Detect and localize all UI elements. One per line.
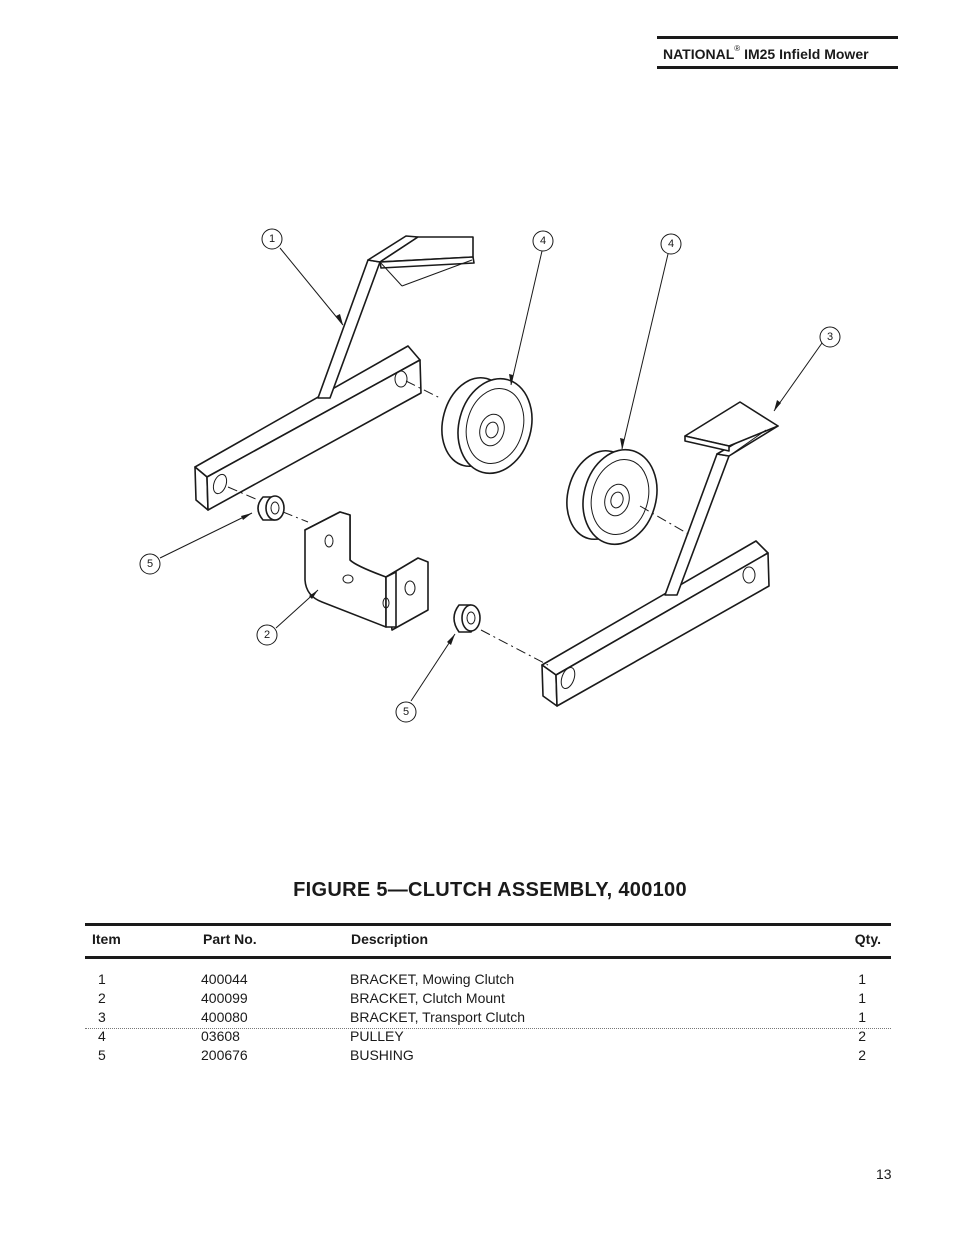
transport-clutch-bracket — [541, 401, 779, 707]
page-number: 13 — [876, 1166, 892, 1182]
cell-part-no: 03608 — [201, 1028, 240, 1044]
col-header-item: Item — [92, 931, 121, 947]
header-brand: NATIONAL — [663, 46, 735, 62]
table-row: 4 03608 PULLEY 2 — [85, 1028, 891, 1047]
cell-part-no: 400044 — [201, 971, 248, 987]
col-header-qty: Qty. — [854, 931, 881, 947]
callout-5a: 5 — [139, 553, 161, 575]
cell-item: 5 — [98, 1047, 106, 1063]
cell-item: 3 — [98, 1009, 106, 1025]
cell-part-no: 400099 — [201, 990, 248, 1006]
table-row: 1 400044 BRACKET, Mowing Clutch 1 — [85, 971, 891, 990]
callout-3-label: 3 — [827, 331, 833, 343]
col-header-part-no: Part No. — [203, 931, 257, 947]
callout-3: 3 — [819, 326, 841, 348]
table-row: 2 400099 BRACKET, Clutch Mount 1 — [85, 990, 891, 1009]
cell-qty: 2 — [858, 1028, 866, 1044]
col-header-description: Description — [351, 931, 429, 947]
callout-4a-label: 4 — [540, 235, 546, 247]
callout-4b: 4 — [660, 233, 682, 255]
mowing-clutch-bracket — [194, 235, 475, 511]
cell-description: PULLEY — [350, 1028, 404, 1044]
cell-qty: 2 — [858, 1047, 866, 1063]
callout-1-label: 1 — [269, 233, 275, 245]
cell-qty: 1 — [858, 1009, 866, 1025]
callout-5b: 5 — [395, 701, 417, 723]
cell-description: BRACKET, Mowing Clutch — [350, 971, 515, 987]
pulley-left — [441, 376, 533, 475]
header-title: NATIONAL® IM25 Infield Mower — [663, 44, 869, 62]
page-header: NATIONAL® IM25 Infield Mower — [657, 36, 898, 69]
registered-mark: ® — [734, 44, 741, 54]
callout-2-label: 2 — [264, 629, 270, 641]
bushing-lower — [453, 604, 481, 633]
cell-item: 4 — [98, 1028, 106, 1044]
table-row: 5 200676 BUSHING 2 — [85, 1047, 891, 1066]
bushing-upper — [257, 495, 285, 521]
header-model: IM25 Infield Mower — [744, 46, 869, 62]
callout-5b-label: 5 — [403, 706, 409, 718]
table-body: 1 400044 BRACKET, Mowing Clutch 1 2 4000… — [85, 971, 891, 1066]
callout-5a-label: 5 — [147, 558, 153, 570]
figure-title: FIGURE 5—CLUTCH ASSEMBLY, 400100 — [293, 879, 687, 901]
callout-2: 2 — [256, 624, 278, 646]
callout-4b-label: 4 — [668, 238, 674, 250]
clutch-assembly-drawing: 1 4 4 3 5 2 5 — [139, 228, 841, 723]
cell-description: BUSHING — [350, 1047, 414, 1063]
cell-qty: 1 — [858, 990, 866, 1006]
leader-lines — [159, 247, 823, 702]
cell-item: 2 — [98, 990, 106, 1006]
cell-description: BRACKET, Transport Clutch — [350, 1009, 526, 1025]
cell-part-no: 400080 — [201, 1009, 248, 1025]
clutch-mount-bracket — [304, 511, 429, 631]
table-header-rule — [85, 956, 891, 959]
cell-qty: 1 — [858, 971, 866, 987]
table-top-rule — [85, 923, 891, 926]
cell-description: BRACKET, Clutch Mount — [350, 990, 505, 1006]
pulley-right — [566, 448, 658, 546]
callout-4a: 4 — [532, 230, 554, 252]
cell-part-no: 200676 — [201, 1047, 248, 1063]
table-row: 3 400080 BRACKET, Transport Clutch 1 — [85, 1009, 891, 1029]
cell-item: 1 — [98, 971, 106, 987]
callout-1: 1 — [261, 228, 283, 250]
